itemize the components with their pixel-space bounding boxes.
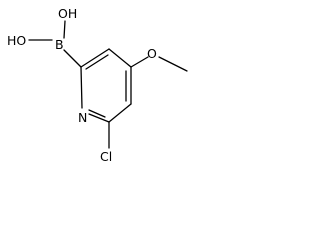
bond-c4-c5 <box>108 48 132 68</box>
bond-c3-c4-inner <box>85 54 109 70</box>
bond-c7-n-inner <box>88 109 106 118</box>
bond-n-c2 <box>80 66 83 109</box>
bond-c6-c7 <box>108 103 132 123</box>
bond-b-oh-top <box>63 20 66 39</box>
molecule-structure: OH HO B N Cl O <box>7 6 188 164</box>
ho-left-label: HO <box>7 33 26 48</box>
structure-canvas: OH HO B N Cl O <box>0 0 201 189</box>
bond-o-ch3 <box>158 56 188 72</box>
nitrogen-label: N <box>78 110 87 125</box>
bond-c-o <box>130 56 149 68</box>
chlorine-label: Cl <box>100 149 112 164</box>
oxygen-label: O <box>147 46 157 61</box>
bond-b-ring <box>63 49 82 68</box>
oh-top-label: OH <box>58 6 77 21</box>
bond-c7-n <box>88 113 110 123</box>
bond-c3-c4 <box>80 48 110 68</box>
boron-label: B <box>55 37 64 52</box>
